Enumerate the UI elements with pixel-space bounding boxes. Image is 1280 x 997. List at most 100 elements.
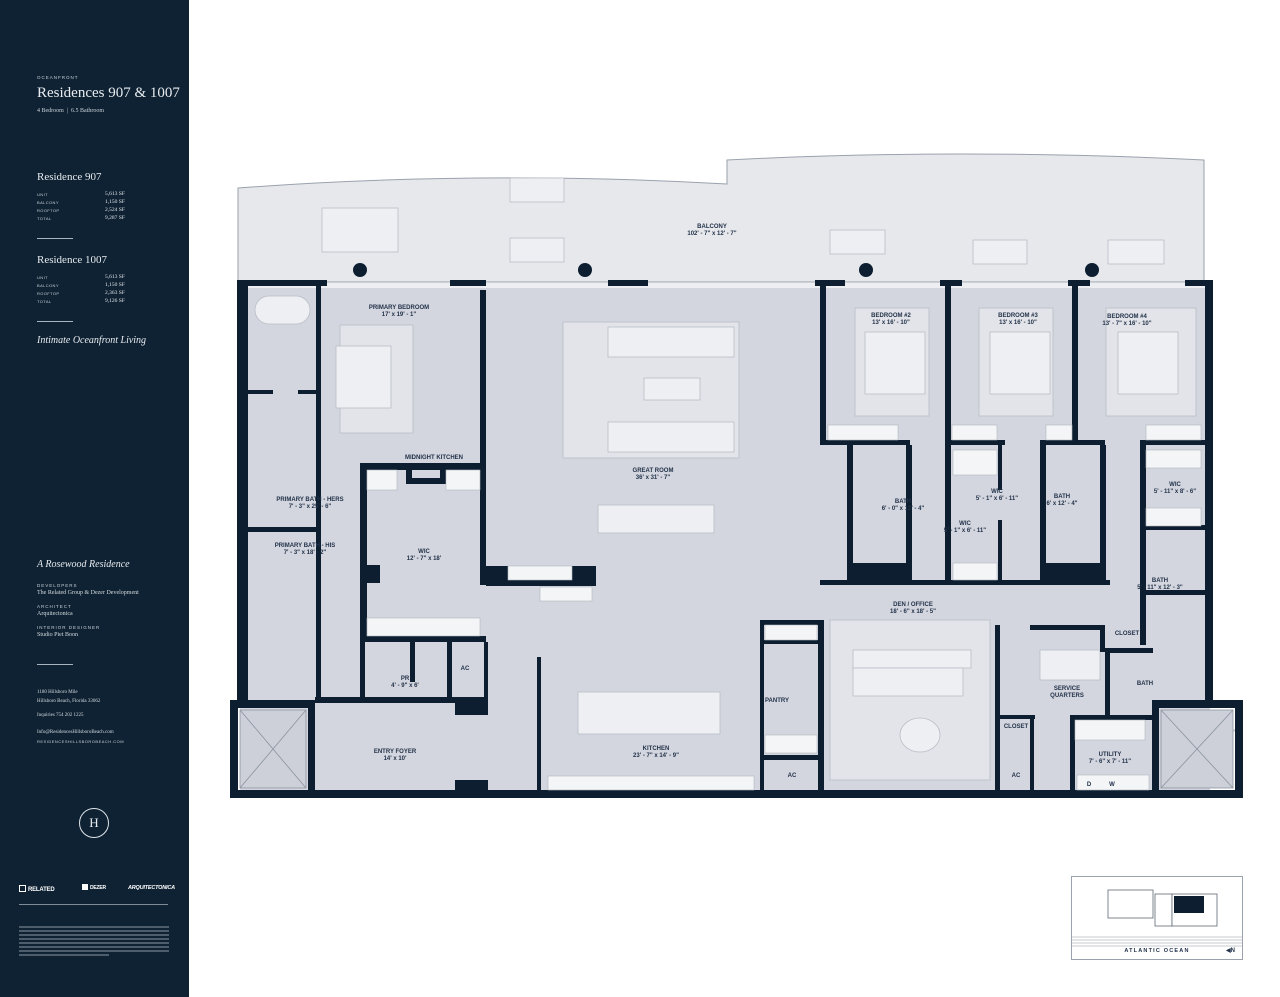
page-title: Residences 907 & 1007 (37, 85, 180, 101)
eyebrow: OCEANFRONT (37, 75, 79, 80)
address-line-2: Hillsboro Beach, Florida 33062 (37, 699, 101, 704)
logo-text: RELATED (28, 887, 55, 893)
highlighted-unit (1174, 896, 1204, 913)
stat-label: ROOFTOP (37, 208, 60, 213)
stat-label: TOTAL (37, 299, 52, 304)
disclaimer-text-block (19, 926, 169, 956)
stat-value: 1,150 SF (105, 199, 125, 205)
key-plan: ATLANTIC OCEAN ◀N (1071, 876, 1243, 960)
residence-907-title: Residence 907 (37, 171, 102, 183)
room-label-closet: CLOSET (1114, 631, 1140, 637)
north-arrow-icon: ◀N (1226, 948, 1235, 954)
credit-value: Studio Piet Boon (37, 632, 79, 638)
stat-value: 9,126 SF (105, 298, 125, 304)
credit-label: ARCHITECT (37, 604, 72, 609)
unit-summary: 4 Bedroom | 6.5 Bathroom (37, 108, 104, 114)
credit-value: The Related Group & Dezer Development (37, 590, 139, 596)
room-label-bath: BATH (1136, 681, 1154, 687)
brand-line: A Rosewood Residence (37, 559, 130, 570)
stat-label: BALCONY (37, 283, 59, 288)
credit-value: Arquitectonica (37, 611, 73, 617)
stat-value: 2,363 SF (105, 290, 125, 296)
balcony (237, 153, 1205, 283)
arquitectonica-logo: ARQUITECTONICA (128, 885, 175, 891)
label-dryer: D (1086, 782, 1092, 788)
divider (37, 238, 73, 239)
separator: | (66, 108, 69, 114)
label-washer: W (1109, 782, 1115, 788)
stat-row: TOTAL 9,287 SF (37, 215, 129, 223)
stat-row: BALCONY 1,150 SF (37, 282, 129, 290)
credit-label: INTERIOR DESIGNER (37, 625, 101, 630)
email-link[interactable]: Info@ResidencesHillsboroBeach.com (37, 730, 114, 735)
divider (19, 904, 168, 905)
inquiries-phone[interactable]: Inquiries 754 202 1225 (37, 713, 84, 718)
cabinets (366, 424, 1202, 791)
furniture (254, 177, 1236, 781)
stat-label: UNIT (37, 192, 48, 197)
credit-label: DEVELOPERS (37, 583, 78, 588)
sidebar: OCEANFRONT Residences 907 & 1007 4 Bedro… (0, 0, 189, 997)
room-label-ac: AC (787, 773, 797, 779)
stat-label: BALCONY (37, 200, 59, 205)
stat-row: BALCONY 1,150 SF (37, 199, 129, 207)
stat-label: TOTAL (37, 216, 52, 221)
dezer-logo-mark (82, 884, 88, 890)
room-label-service-quarters: SERVICE QUARTERS (1050, 686, 1084, 699)
logo-text: DEZER (90, 885, 106, 891)
dezer-logo: DEZER (82, 884, 106, 891)
stat-value: 1,150 SF (105, 282, 125, 288)
room-label-ac: AC (460, 666, 470, 672)
stat-row: ROOFTOP 2,524 SF (37, 207, 129, 215)
monogram-logo: H (79, 808, 109, 838)
room-label-midnight-kitchen: MIDNIGHT KITCHEN (405, 455, 463, 461)
window-strip (240, 283, 1210, 288)
columns (353, 263, 1099, 277)
stat-value: 5,613 SF (105, 191, 125, 197)
stat-row: UNIT 5,613 SF (37, 191, 129, 199)
bathroom-count: 6.5 Bathroom (71, 108, 105, 114)
stat-row: TOTAL 9,126 SF (37, 298, 129, 306)
address-line-1: 1180 Hillsboro Mile (37, 690, 78, 695)
divider (37, 321, 73, 322)
room-label-pantry: PANTRY (765, 698, 789, 704)
ocean-label: ATLANTIC OCEAN (1124, 948, 1190, 954)
stat-value: 9,287 SF (105, 215, 125, 221)
website-link[interactable]: RESIDENCESHILLSBOROBEACH.COM (37, 739, 125, 744)
stat-value: 2,524 SF (105, 207, 125, 213)
stat-value: 5,613 SF (105, 274, 125, 280)
key-plan-diagram (1072, 889, 1242, 947)
monogram-letter: H (89, 815, 99, 830)
residence-1007-title: Residence 1007 (37, 254, 107, 266)
north-label: N (1230, 948, 1235, 954)
tagline: Intimate Oceanfront Living (37, 335, 147, 346)
room-label-ac: AC (1011, 773, 1021, 779)
related-logo-mark (19, 885, 26, 892)
bedroom-count: 4 Bedroom (37, 108, 64, 114)
related-logo: RELATED (19, 885, 55, 893)
stat-row: UNIT 5,613 SF (37, 274, 129, 282)
stat-label: UNIT (37, 275, 48, 280)
room-label-closet: CLOSET (1003, 724, 1029, 730)
